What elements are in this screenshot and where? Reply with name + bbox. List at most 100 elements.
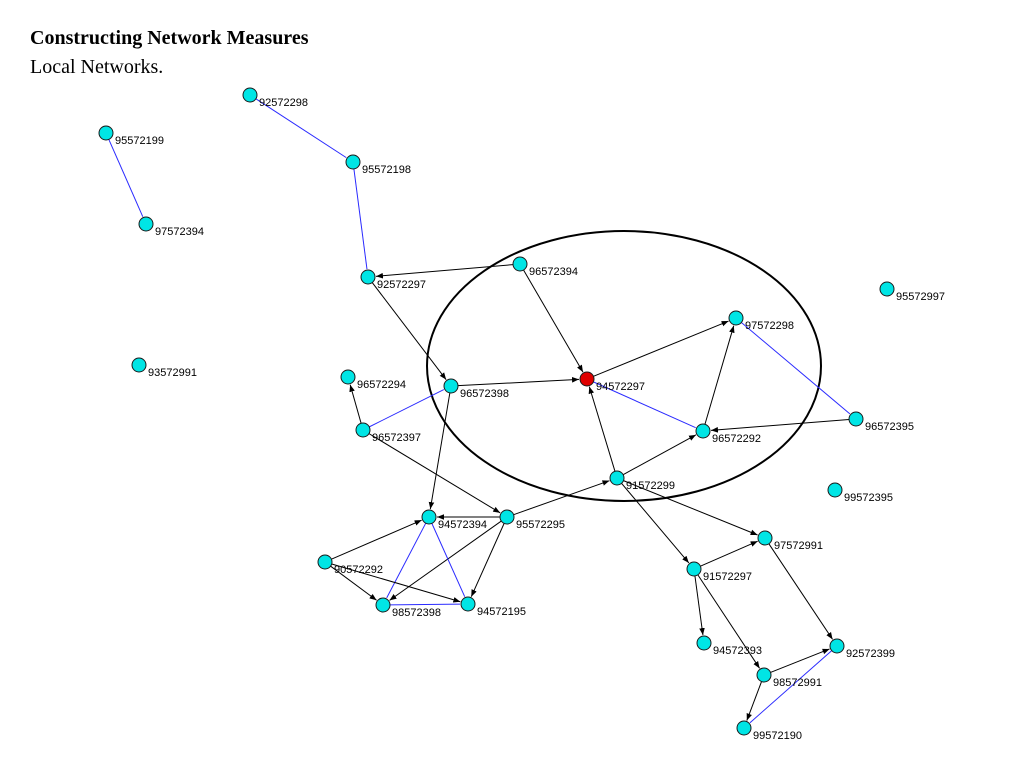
edge-91572299-91572297 xyxy=(621,483,690,564)
node-94572297[interactable]: 94572297 xyxy=(579,371,645,393)
node-circle[interactable] xyxy=(829,638,845,654)
node-circle[interactable] xyxy=(757,530,773,546)
node-label: 93572991 xyxy=(148,367,197,379)
edge-96572397-96572294 xyxy=(349,384,362,424)
node-97572394[interactable]: 97572394 xyxy=(138,216,204,238)
node-circle[interactable] xyxy=(756,667,772,683)
edge-92572297-96572398 xyxy=(371,282,447,380)
node-label: 97572991 xyxy=(774,540,823,552)
node-circle[interactable] xyxy=(695,423,711,439)
edge-95572295-91572299 xyxy=(513,480,610,516)
edge-97572991-92572399 xyxy=(768,543,833,640)
node-circle[interactable] xyxy=(460,596,476,612)
node-95572997[interactable]: 95572997 xyxy=(879,281,945,303)
node-label: 96572294 xyxy=(357,379,406,391)
node-96572397[interactable]: 96572397 xyxy=(355,422,421,444)
edge-96572397-95572295 xyxy=(368,433,501,514)
edge-92572399-99572190 xyxy=(749,650,833,724)
edge-90572292-94572394 xyxy=(331,519,422,560)
node-98572991[interactable]: 98572991 xyxy=(756,667,822,689)
edge-94572394-98572398 xyxy=(386,522,427,599)
node-circle[interactable] xyxy=(848,411,864,427)
node-95572198[interactable]: 95572198 xyxy=(345,154,411,176)
node-circle[interactable] xyxy=(499,509,515,525)
node-circle[interactable] xyxy=(98,125,114,141)
edge-90572292-94572195 xyxy=(331,563,461,603)
node-96572398[interactable]: 96572398 xyxy=(443,378,509,400)
node-95572295[interactable]: 95572295 xyxy=(499,509,565,531)
node-circle[interactable] xyxy=(609,470,625,486)
node-label: 91572297 xyxy=(703,571,752,583)
edge-91572297-97572991 xyxy=(700,540,758,567)
node-96572292[interactable]: 96572292 xyxy=(695,423,761,445)
node-label: 91572299 xyxy=(626,480,675,492)
node-circle[interactable] xyxy=(340,369,356,385)
node-circle[interactable] xyxy=(696,635,712,651)
node-label: 95572199 xyxy=(115,135,164,147)
edge-91572297-94572393 xyxy=(694,575,705,636)
node-92572297[interactable]: 92572297 xyxy=(360,269,426,291)
node-label: 99572190 xyxy=(753,730,802,742)
node-circle[interactable] xyxy=(879,281,895,297)
node-92572399[interactable]: 92572399 xyxy=(829,638,895,660)
node-circle[interactable] xyxy=(375,597,391,613)
node-circle[interactable] xyxy=(686,561,702,577)
node-label: 95572295 xyxy=(516,519,565,531)
node-label: 96572292 xyxy=(712,433,761,445)
node-96572394[interactable]: 96572394 xyxy=(512,256,578,278)
node-circle[interactable] xyxy=(360,269,376,285)
node-94572393[interactable]: 94572393 xyxy=(696,635,762,657)
edge-91572299-94572297 xyxy=(588,386,616,472)
edges-layer xyxy=(108,98,851,724)
node-circle[interactable] xyxy=(242,87,258,103)
node-98572398[interactable]: 98572398 xyxy=(375,597,441,619)
edge-94572297-97572298 xyxy=(593,320,729,377)
node-97572991[interactable]: 97572991 xyxy=(757,530,823,552)
edge-94572297-96572292 xyxy=(593,381,696,429)
node-circle[interactable] xyxy=(512,256,528,272)
node-92572298[interactable]: 92572298 xyxy=(242,87,308,109)
node-91572297[interactable]: 91572297 xyxy=(686,561,752,583)
edge-96572292-97572298 xyxy=(704,325,735,425)
edge-91572299-96572292 xyxy=(622,434,697,476)
node-circle[interactable] xyxy=(345,154,361,170)
node-label: 95572198 xyxy=(362,164,411,176)
edge-96572395-96572292 xyxy=(710,419,850,433)
node-label: 96572397 xyxy=(372,432,421,444)
edge-95572295-94572195 xyxy=(470,523,505,597)
nodes-layer: 92572298 95572199 95572198 97572394 96572394… xyxy=(98,87,945,742)
node-94572394[interactable]: 94572394 xyxy=(421,509,487,531)
node-circle[interactable] xyxy=(443,378,459,394)
node-circle[interactable] xyxy=(355,422,371,438)
node-96572294[interactable]: 96572294 xyxy=(340,369,406,391)
node-label: 96572395 xyxy=(865,421,914,433)
node-96572395[interactable]: 96572395 xyxy=(848,411,914,433)
node-circle[interactable] xyxy=(579,371,595,387)
node-label: 94572393 xyxy=(713,645,762,657)
node-99572395[interactable]: 99572395 xyxy=(827,482,893,504)
node-circle[interactable] xyxy=(131,357,147,373)
node-label: 98572398 xyxy=(392,607,441,619)
node-circle[interactable] xyxy=(421,509,437,525)
node-91572299[interactable]: 91572299 xyxy=(609,470,675,492)
edge-96572398-94572297 xyxy=(457,376,580,387)
edge-95572199-97572394 xyxy=(108,139,144,217)
node-99572190[interactable]: 99572190 xyxy=(736,720,802,742)
edge-96572398-94572394 xyxy=(428,392,451,510)
node-94572195[interactable]: 94572195 xyxy=(460,596,526,618)
node-label: 92572297 xyxy=(377,279,426,291)
node-circle[interactable] xyxy=(736,720,752,736)
node-95572199[interactable]: 95572199 xyxy=(98,125,164,147)
edge-98572991-99572190 xyxy=(746,681,762,721)
edge-96572397-96572398 xyxy=(369,389,445,428)
edge-98572398-94572195 xyxy=(389,603,461,606)
node-93572991[interactable]: 93572991 xyxy=(131,357,197,379)
node-circle[interactable] xyxy=(317,554,333,570)
node-97572298[interactable]: 97572298 xyxy=(728,310,794,332)
node-circle[interactable] xyxy=(138,216,154,232)
node-circle[interactable] xyxy=(728,310,744,326)
node-90572292[interactable]: 90572292 xyxy=(317,554,383,576)
edge-94572394-94572195 xyxy=(431,523,466,597)
node-circle[interactable] xyxy=(827,482,843,498)
